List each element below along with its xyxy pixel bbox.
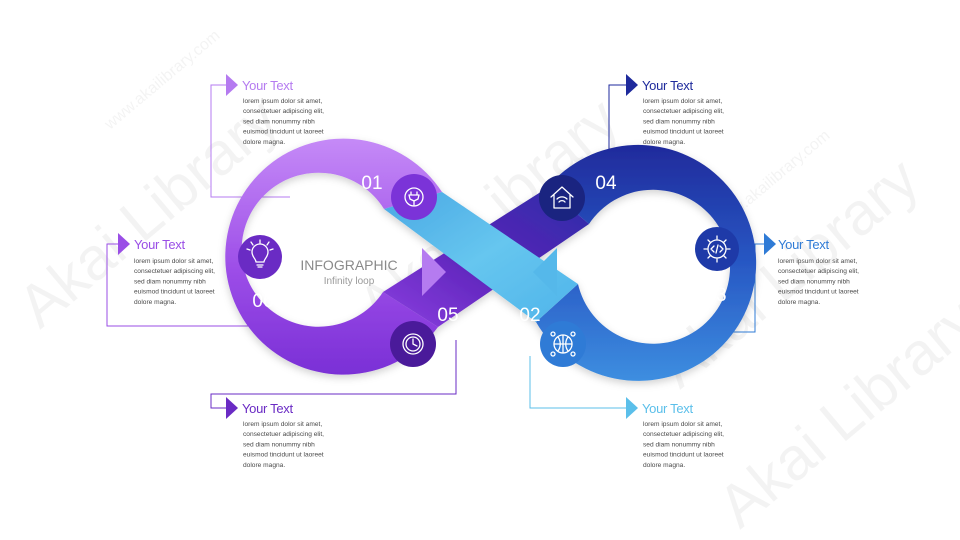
connector-arrows (118, 74, 776, 419)
loop-right-ring (536, 144, 757, 381)
step-body-line: lorem ipsum dolor sit amet, (243, 421, 322, 428)
text-block-04: Your Text lorem ipsum dolor sit amet, co… (642, 78, 726, 146)
center-arrow-left (422, 248, 446, 296)
loop-left-ring (225, 138, 442, 375)
connector-05 (210, 340, 457, 409)
step-body-05: lorem ipsum dolor sit amet, consectetuer… (243, 421, 326, 469)
step-body-line: lorem ipsum dolor sit amet, (134, 258, 213, 265)
infinity-loop (225, 138, 757, 381)
text-block-02: Your Text lorem ipsum dolor sit amet, co… (642, 401, 726, 469)
step-body-line: sed diam nonummy nibh (643, 118, 715, 125)
step-body-line: consectetuer adipiscing elit, (243, 108, 324, 115)
badge-06 (238, 235, 282, 279)
badge-03 (695, 227, 739, 271)
step-body-02: lorem ipsum dolor sit amet, consectetuer… (643, 421, 726, 469)
step-title-02: Your Text (642, 401, 693, 416)
center-subtitle: Infinity loop (324, 276, 375, 287)
step-numbers: 01 04 06 03 05 02 (252, 173, 726, 326)
watermark-url-left: www.akailibrary.com (101, 27, 223, 134)
step-body-line: consectetuer adipiscing elit, (643, 431, 724, 438)
step-body-line: euismod tincidunt ut laoreet (643, 129, 724, 136)
arrow-02 (626, 397, 638, 419)
step-body-line: lorem ipsum dolor sit amet, (643, 421, 722, 428)
step-body-line: dolore magna. (243, 139, 285, 146)
badge-05 (390, 321, 436, 367)
connector-02 (529, 356, 630, 409)
step-body-line: sed diam nonummy nibh (643, 441, 715, 448)
step-title-03: Your Text (778, 237, 829, 252)
step-body-line: lorem ipsum dolor sit amet, (243, 98, 322, 105)
text-block-06: Your Text lorem ipsum dolor sit amet, co… (134, 237, 217, 306)
gear-code-icon (703, 235, 731, 263)
arrow-06 (118, 233, 130, 255)
center-title: INFOGRAPHIC (300, 257, 397, 273)
clock-icon (402, 333, 424, 355)
step-body-line: consectetuer adipiscing elit, (243, 431, 324, 438)
badge-04 (539, 175, 585, 221)
step-body-line: lorem ipsum dolor sit amet, (643, 98, 722, 105)
step-body-line: sed diam nonummy nibh (778, 278, 850, 285)
globe-network-icon (550, 331, 576, 357)
step-body-line: lorem ipsum dolor sit amet, (778, 258, 857, 265)
step-body-03: lorem ipsum dolor sit amet, consectetuer… (778, 258, 861, 306)
step-body-line: dolore magna. (778, 299, 820, 306)
step-body-line: consectetuer adipiscing elit, (134, 268, 215, 275)
text-block-01: Your Text lorem ipsum dolor sit amet, co… (242, 78, 326, 146)
step-body-line: euismod tincidunt ut laoreet (243, 452, 324, 459)
step-title-01: Your Text (242, 78, 293, 93)
loop-band-down (384, 192, 578, 322)
step-body-line: consectetuer adipiscing elit, (778, 268, 859, 275)
step-body-line: euismod tincidunt ut laoreet (643, 452, 724, 459)
step-body-line: sed diam nonummy nibh (243, 118, 315, 125)
step-body-01: lorem ipsum dolor sit amet, consectetuer… (243, 98, 326, 146)
step-body-line: sed diam nonummy nibh (134, 278, 206, 285)
step-number-02: 02 (519, 305, 540, 326)
arrow-05 (226, 397, 238, 419)
plug-icon (404, 187, 424, 207)
smart-home-icon (550, 186, 574, 209)
step-body-04: lorem ipsum dolor sit amet, consectetuer… (643, 98, 726, 146)
arrow-03 (764, 233, 776, 255)
step-body-line: consectetuer adipiscing elit, (643, 108, 724, 115)
text-block-05: Your Text lorem ipsum dolor sit amet, co… (242, 401, 326, 469)
center-arrow-right (533, 248, 557, 296)
badge-02 (540, 321, 586, 367)
step-number-01: 01 (361, 173, 382, 194)
step-number-06: 06 (252, 291, 273, 312)
step-body-line: dolore magna. (643, 139, 685, 146)
arrow-04 (626, 74, 638, 96)
step-body-06: lorem ipsum dolor sit amet, consectetuer… (134, 258, 217, 306)
step-body-line: euismod tincidunt ut laoreet (134, 289, 215, 296)
step-body-line: dolore magna. (243, 462, 285, 469)
lightbulb-icon (246, 239, 274, 268)
step-body-line: dolore magna. (134, 299, 176, 306)
step-title-05: Your Text (242, 401, 293, 416)
step-number-03: 03 (705, 285, 726, 306)
badge-01 (391, 174, 437, 220)
step-title-06: Your Text (134, 237, 185, 252)
step-body-line: euismod tincidunt ut laoreet (778, 289, 859, 296)
icon-badges (238, 174, 739, 367)
step-number-04: 04 (595, 173, 617, 194)
step-number-05: 05 (437, 305, 458, 326)
connector-03 (725, 243, 767, 333)
step-body-line: dolore magna. (643, 462, 685, 469)
arrow-01 (226, 74, 238, 96)
step-body-line: sed diam nonummy nibh (243, 441, 315, 448)
text-block-03: Your Text lorem ipsum dolor sit amet, co… (778, 237, 861, 306)
center-label: INFOGRAPHIC Infinity loop (300, 257, 397, 287)
step-body-line: euismod tincidunt ut laoreet (243, 129, 324, 136)
step-title-04: Your Text (642, 78, 693, 93)
connector-06 (106, 243, 262, 327)
